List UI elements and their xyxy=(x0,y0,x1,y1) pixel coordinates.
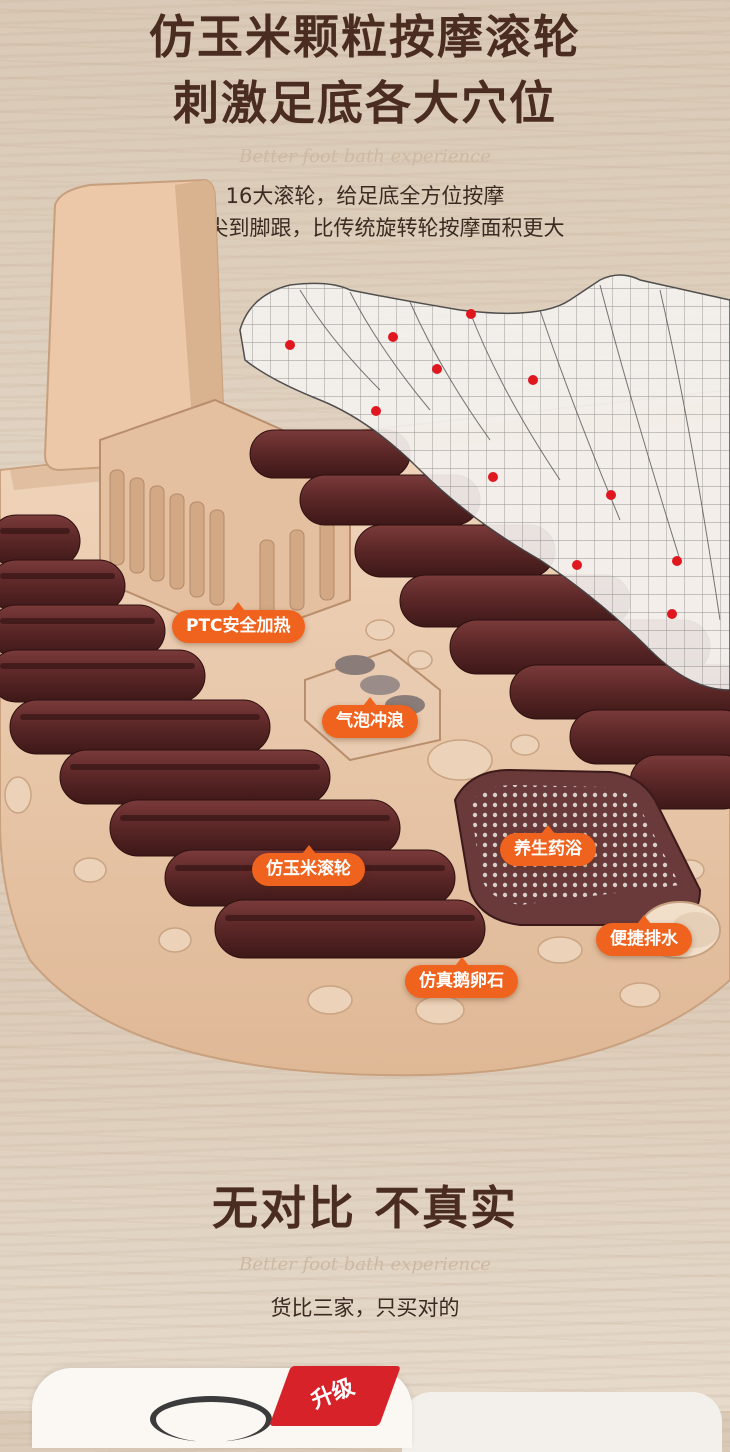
headline-line-2: 刺激足底各大穴位 xyxy=(173,76,557,130)
callout-bubble-surf: 气泡冲浪 xyxy=(322,697,418,738)
callout-quick-drain: 便捷排水 xyxy=(596,915,692,956)
right-rollers xyxy=(249,429,730,810)
callout-herbal-bath: 养生药浴 xyxy=(500,825,596,866)
compare-english-tagline: Better foot bath experience xyxy=(239,1254,491,1275)
compare-title: 无对比 不真实 xyxy=(211,1181,518,1235)
callout-pebble: 仿真鹅卵石 xyxy=(405,957,518,998)
compare-subtitle: 货比三家，只买对的 xyxy=(270,1296,460,1320)
product-rim xyxy=(150,1396,272,1442)
acupoint-dots xyxy=(285,309,682,619)
callout-ptc-heating: PTC安全加热 xyxy=(172,602,305,643)
headline-line-1: 仿玉米颗粒按摩滚轮 xyxy=(149,10,581,64)
callout-corn-roller: 仿玉米滚轮 xyxy=(252,845,365,886)
compare-card-right xyxy=(402,1392,722,1452)
english-tagline: Better foot bath experience xyxy=(239,146,491,167)
wireframe-foot xyxy=(239,274,730,691)
pebbles xyxy=(4,619,705,1025)
description-line-1: 16大滚轮，给足底全方位按摩 xyxy=(225,184,505,208)
description-line-2: 从脚尖到脚跟，比传统旋转轮按摩面积更大 xyxy=(165,216,565,240)
